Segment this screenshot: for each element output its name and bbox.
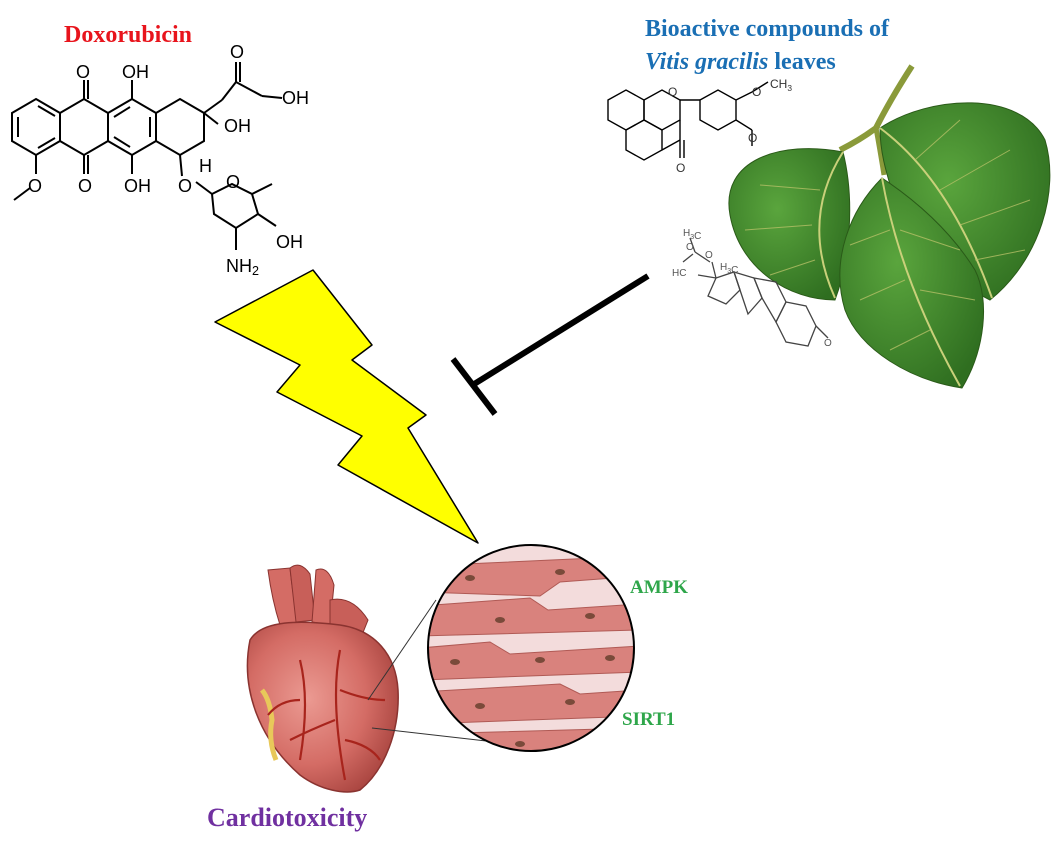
dox-atom-o1: O — [76, 62, 90, 82]
dox-atom-nh2: NH2 — [226, 256, 259, 278]
sirt1-label: SIRT1 — [622, 709, 676, 730]
flavone-atom-o2: O — [752, 85, 761, 99]
bioactive-title-line2: Vitis gracilis leaves — [645, 46, 889, 79]
flavone-atom-o3: O — [748, 131, 757, 145]
steroid-structure — [682, 237, 829, 347]
steroid-atom-h3c-top: H3C — [683, 228, 701, 242]
dox-atom-o6: O — [226, 172, 240, 192]
flavone-atom-ch3: CH3 — [770, 77, 792, 93]
steroid-atom-o-acyl: O — [686, 242, 694, 253]
dox-atom-oh4: OH — [124, 176, 151, 196]
species-name: Vitis gracilis — [645, 49, 769, 75]
magnification-lines — [367, 599, 496, 743]
doxorubicin-label: Doxorubicin — [64, 22, 193, 48]
heart-illustration — [246, 564, 399, 793]
steroid-atom-o-ester: O — [705, 250, 713, 261]
steroid-atom-o-keto: O — [824, 338, 832, 349]
dox-atom-o2: O — [230, 42, 244, 62]
cardiotoxicity-label: Cardiotoxicity — [207, 803, 368, 832]
doxorubicin-structure — [11, 62, 283, 250]
inhibition-symbol — [450, 273, 650, 416]
lightning-bolt — [214, 269, 479, 544]
bioactive-compounds-label: Bioactive compounds of Vitis gracilis le… — [645, 13, 889, 79]
flavone-atom-o4: O — [676, 161, 685, 175]
bioactive-title-line1: Bioactive compounds of — [645, 16, 890, 42]
dox-atom-oh2: OH — [282, 88, 309, 108]
steroid-atoms: H3C O O HC H3C O — [672, 228, 832, 349]
dox-atom-oh1: OH — [122, 62, 149, 82]
dox-atom-o3: O — [28, 176, 42, 196]
flavone-atom-o1: O — [668, 85, 677, 99]
bioactive-title-rest: leaves — [768, 49, 836, 75]
ampk-label: AMPK — [630, 577, 689, 598]
doxorubicin-atoms: O OH O OH OH H O O OH O O OH NH2 — [28, 42, 309, 278]
dox-atom-oh5: OH — [276, 232, 303, 252]
dox-atom-h: H — [199, 156, 212, 176]
dox-atom-oh3: OH — [224, 116, 251, 136]
flavone-atoms: O O CH3 O O — [668, 77, 792, 175]
flavone-structure — [607, 81, 769, 161]
dox-atom-o4: O — [78, 176, 92, 196]
cardiomyocyte-magnification — [427, 544, 635, 752]
dox-atom-o5: O — [178, 176, 192, 196]
vitis-leaves-image — [728, 64, 1051, 389]
steroid-atom-hc: HC — [672, 268, 686, 279]
steroid-atom-h3c: H3C — [720, 262, 738, 276]
